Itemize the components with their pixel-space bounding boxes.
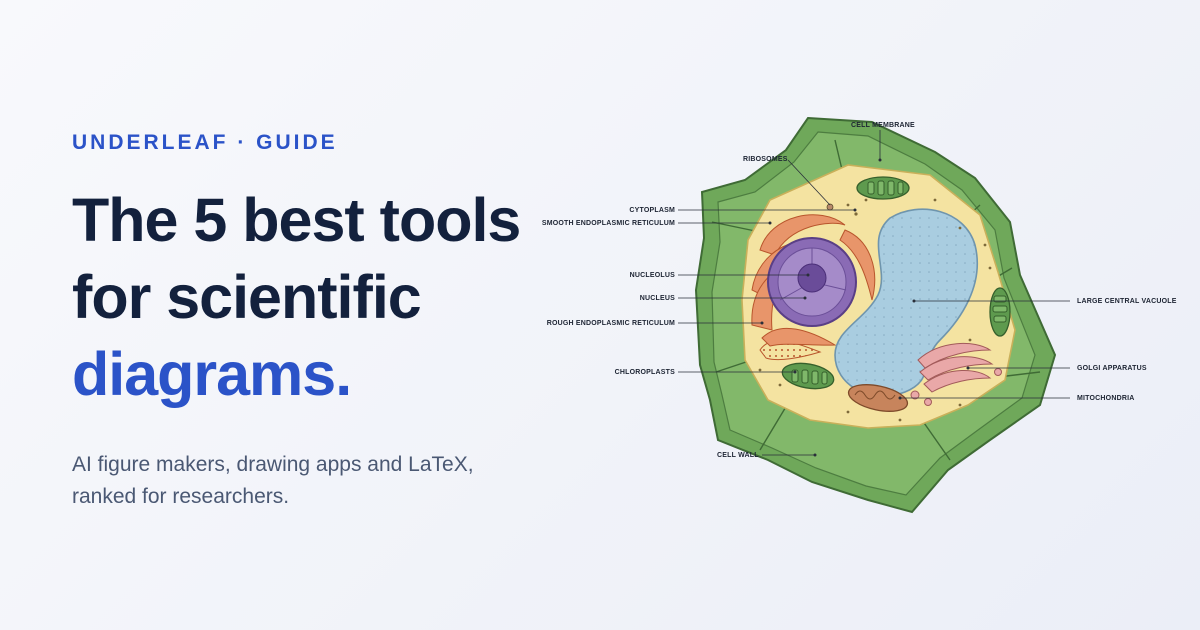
- golgi-apparatus: [910, 342, 1002, 406]
- headline-line-1: The 5 best tools: [72, 186, 521, 254]
- plant-cell-diagram: CELL MEMBRANE RIBOSOMES CYTOPLASM SMOOTH…: [542, 116, 1177, 514]
- chloroplast-right: [989, 287, 1011, 337]
- page-title: The 5 best tools for scientific diagrams…: [72, 182, 521, 413]
- chloroplast-bottom: [781, 362, 835, 390]
- mitochondria: [847, 384, 909, 412]
- leader-lines: [678, 130, 1070, 457]
- nucleolus: [797, 263, 827, 293]
- headline-line-3: diagrams.: [72, 340, 352, 408]
- label-chloroplasts: CHLOROPLASTS: [615, 369, 675, 376]
- label-golgi-apparatus: GOLGI APPARATUS: [1077, 365, 1147, 372]
- label-nucleus: NUCLEUS: [640, 295, 675, 302]
- subtitle-line-1: AI figure makers, drawing apps and LaTeX…: [72, 453, 474, 476]
- label-rough-er: ROUGH ENDOPLASMIC RETICULUM: [547, 320, 675, 327]
- eyebrow-label: UNDERLEAF · GUIDE: [72, 131, 338, 154]
- chloroplast-top: [856, 176, 910, 200]
- headline-line-2: for scientific: [72, 263, 422, 331]
- label-cytoplasm: CYTOPLASM: [629, 207, 675, 214]
- label-ribosomes: RIBOSOMES: [743, 156, 788, 163]
- vacuole-texture: [835, 209, 978, 397]
- nucleus: [767, 237, 857, 327]
- subtitle-line-2: ranked for researchers.: [72, 485, 290, 508]
- rough-er: [751, 214, 876, 361]
- label-smooth-er: SMOOTH ENDOPLASMIC RETICULUM: [542, 220, 675, 227]
- subtitle: AI figure makers, drawing apps and LaTeX…: [72, 449, 474, 513]
- hero-text: UNDERLEAF · GUIDE The 5 best tools for s…: [72, 0, 572, 630]
- label-cell-wall: CELL WALL: [717, 452, 759, 459]
- label-large-central-vacuole: LARGE CENTRAL VACUOLE: [1077, 298, 1177, 305]
- label-nucleolus: NUCLEOLUS: [630, 272, 675, 279]
- ribosomes: [758, 198, 992, 422]
- label-mitochondria: MITOCHONDRIA: [1077, 395, 1135, 402]
- label-cell-membrane: CELL MEMBRANE: [851, 122, 915, 129]
